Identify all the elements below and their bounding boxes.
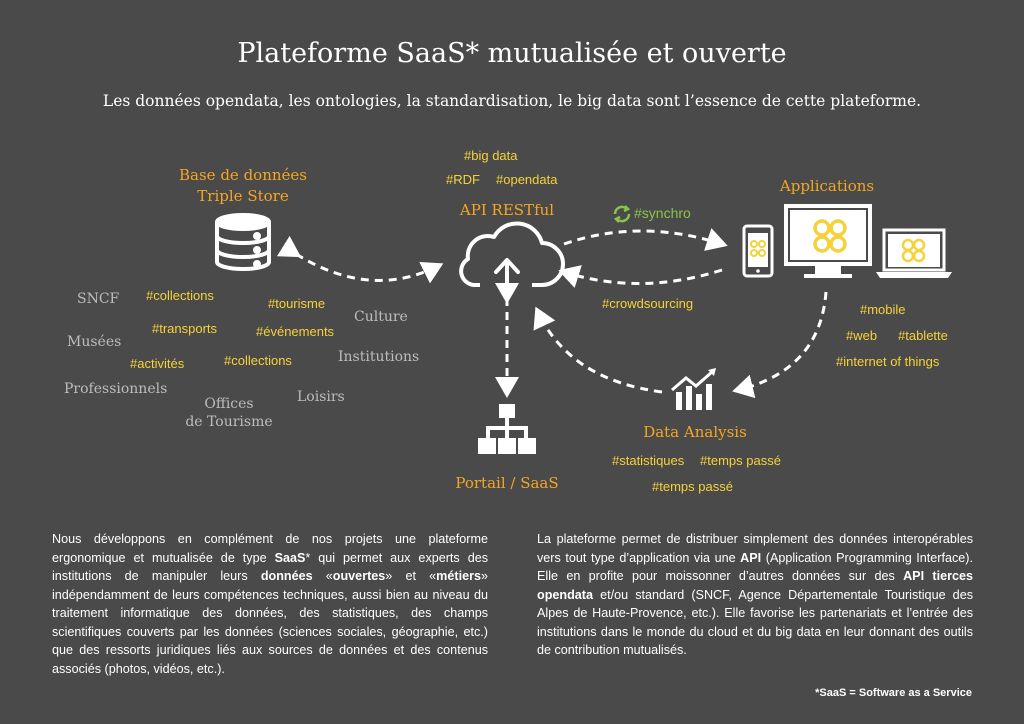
cloud-upload-icon bbox=[459, 221, 565, 294]
api-tag: #opendata bbox=[496, 172, 558, 187]
db-tag: #collections bbox=[146, 288, 214, 303]
page-title: Plateforme SaaS* mutualisée et ouverte bbox=[237, 38, 787, 69]
db-tag: #événements bbox=[256, 324, 335, 339]
db-tag: #collections bbox=[224, 353, 292, 368]
portal-title: Portail / SaaS bbox=[455, 474, 559, 492]
right-paragraph: La plateforme permet de distribuer simpl… bbox=[537, 532, 973, 657]
db-source: Culture bbox=[354, 309, 408, 325]
sync-label: #synchro bbox=[634, 205, 691, 221]
app-tag: #internet of things bbox=[836, 354, 940, 369]
db-source: SNCF bbox=[77, 291, 120, 307]
db-source: Institutions bbox=[338, 349, 420, 365]
monitor-icon bbox=[784, 204, 872, 278]
sync-icon bbox=[613, 205, 631, 223]
applications-title: Applications bbox=[779, 177, 875, 195]
api-tag: #big data bbox=[464, 148, 518, 163]
analysis-tag: #temps passé bbox=[700, 453, 781, 468]
api-tag: #RDF bbox=[446, 172, 480, 187]
db-source: Musées bbox=[67, 334, 122, 350]
connector-lines bbox=[276, 228, 828, 399]
database-title-line-2: Triple Store bbox=[197, 187, 289, 205]
db-source: Loisirs bbox=[297, 389, 345, 405]
db-tag: #transports bbox=[152, 321, 218, 336]
analysis-title: Data Analysis bbox=[643, 423, 747, 441]
laptop-icon bbox=[876, 228, 952, 278]
database-title: Base de données Triple Store bbox=[160, 165, 326, 207]
db-source: de Tourisme bbox=[185, 414, 273, 430]
db-tag: #activités bbox=[130, 356, 185, 371]
left-paragraph: Nous développons en complément de nos pr… bbox=[52, 532, 489, 676]
page-subtitle: Les données opendata, les ontologies, la… bbox=[102, 92, 922, 110]
database-title-line-1: Base de données bbox=[179, 166, 307, 184]
app-tag: #tablette bbox=[898, 328, 948, 343]
db-source: Offices bbox=[204, 396, 254, 412]
db-tag: #tourisme bbox=[268, 296, 326, 311]
database-icon bbox=[215, 213, 271, 271]
analysis-tag: #statistiques bbox=[612, 453, 685, 468]
app-tag: #web bbox=[846, 328, 878, 343]
crowdsourcing-label: #crowdsourcing bbox=[602, 296, 694, 311]
footnote: *SaaS = Software as a Service bbox=[815, 687, 972, 699]
analytics-icon bbox=[671, 368, 716, 410]
db-source: Professionnels bbox=[64, 381, 168, 397]
app-tag: #mobile bbox=[860, 302, 906, 317]
api-title: API RESTful bbox=[459, 201, 555, 219]
phone-icon bbox=[742, 224, 774, 278]
sitemap-icon bbox=[478, 404, 536, 454]
analysis-tag: #temps passé bbox=[652, 479, 733, 494]
